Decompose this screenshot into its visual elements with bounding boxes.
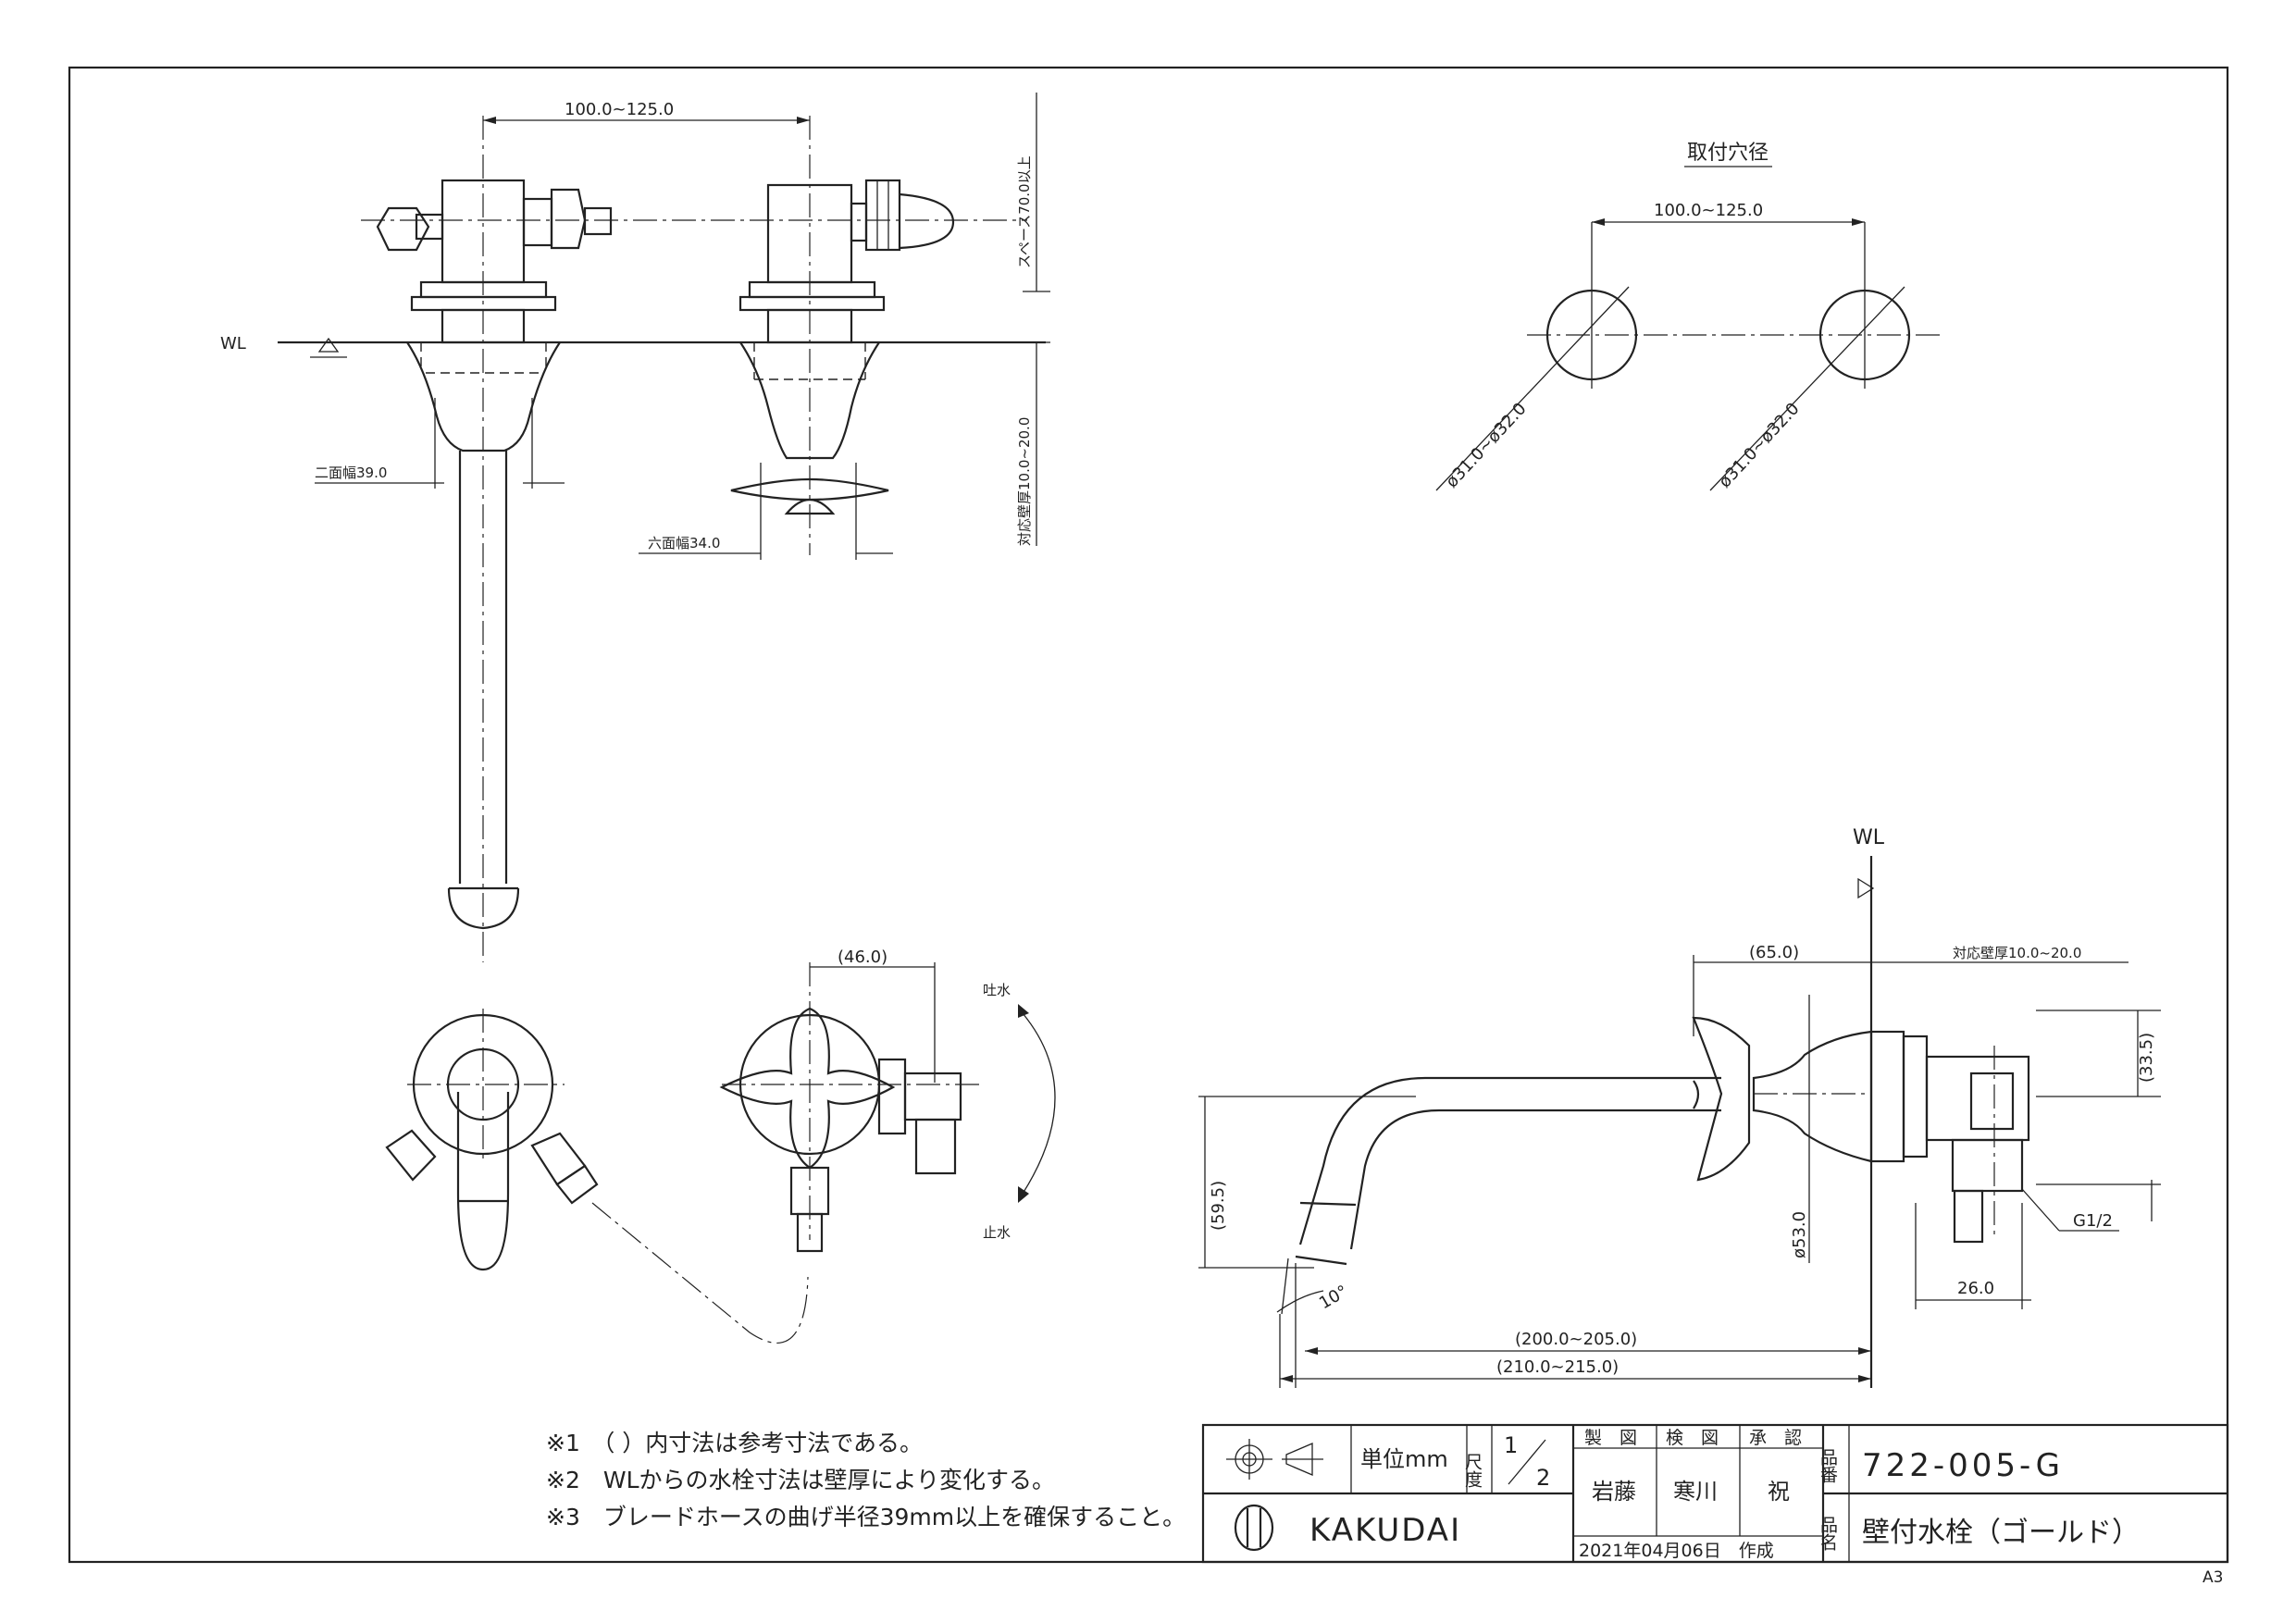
mounting-diameter-left: ø31.0~ø32.0 [1442, 399, 1530, 491]
side-dim-26: 26.0 [1957, 1279, 1994, 1298]
side-view: WL (65.0) 対応壁厚10.0~20.0 (33.5) [1198, 826, 2161, 1388]
front-center-distance: 100.0~125.0 [565, 100, 674, 119]
front-space-label: スペース70.0以上 [1016, 155, 1033, 268]
brand-name: KAKUDAI [1309, 1512, 1461, 1549]
part-no-label: 品番 [1818, 1448, 1838, 1483]
notes: ※1 （ ）内寸法は参考寸法である。 ※2 WLからの水栓寸法は壁厚により変化す… [546, 1430, 1185, 1530]
side-dia-53: ø53.0 [1790, 1211, 1809, 1258]
scale-numerator: 1 [1504, 1432, 1518, 1458]
front-hex-width: 六面幅34.0 [648, 535, 720, 551]
approve-label: 承 認 [1749, 1428, 1802, 1448]
kakudai-logo-icon [1234, 1504, 1274, 1552]
side-length-b: (210.0~215.0) [1496, 1357, 1619, 1377]
mounting-hole-title: 取付穴径 [1687, 142, 1769, 165]
side-wl-label: WL [1853, 826, 1885, 849]
front-view: WL 100.0~125.0 [220, 93, 1050, 962]
front-wall-thickness: 対応壁厚10.0~20.0 [1016, 417, 1033, 546]
top-stop-label: 止水 [983, 1224, 1011, 1241]
product-name: 壁付水栓（ゴールド） [1862, 1517, 2140, 1549]
side-dim-33-5: (33.5) [2137, 1033, 2156, 1083]
side-dim-65: (65.0) [1749, 943, 1799, 962]
made-label: 製 図 [1584, 1428, 1637, 1448]
side-thread-label: G1/2 [2073, 1211, 2113, 1231]
drawing-border [68, 66, 2229, 1564]
top-spout-label: 吐水 [983, 982, 1011, 998]
scale-denominator: 2 [1536, 1465, 1550, 1491]
note-2: ※2 WLからの水栓寸法は壁厚により変化する。 [546, 1467, 1055, 1493]
note-1: ※1 （ ）内寸法は参考寸法である。 [546, 1430, 923, 1456]
side-wall-thickness: 対応壁厚10.0~20.0 [1953, 945, 2081, 961]
side-dim-59-5: (59.5) [1209, 1181, 1228, 1231]
top-dim-46: (46.0) [838, 948, 887, 967]
made-by: 岩藤 [1592, 1479, 1636, 1505]
side-angle: 10° [1316, 1282, 1351, 1313]
creation-date: 2021年04月06日 作成 [1579, 1541, 1774, 1561]
top-view: (46.0) 吐水 止水 [385, 948, 1056, 1344]
name-label: 品名 [1818, 1516, 1838, 1551]
mounting-diameter-right: ø31.0~ø32.0 [1715, 399, 1803, 491]
sheet-size: A3 [2203, 1568, 2223, 1587]
title-block: 単位mm 尺度 1 2 KAKUDAI 製 図 検 図 承 認 岩藤 寒川 祝 … [1201, 1423, 2229, 1564]
check-label: 検 図 [1666, 1428, 1719, 1448]
part-number: 722-005-G [1862, 1447, 2064, 1484]
mounting-hole-view: 取付穴径 100.0~125.0 ø31.0~ø32.0 ø31.0~ø32.0 [1435, 142, 1943, 491]
mounting-center-distance: 100.0~125.0 [1654, 201, 1763, 220]
unit-label: 単位mm [1360, 1446, 1448, 1472]
scale-label: 尺度 [1462, 1453, 1483, 1488]
checked-by: 寒川 [1673, 1479, 1718, 1505]
approved-by: 祝 [1768, 1479, 1790, 1505]
front-wl-label: WL [220, 334, 246, 353]
note-3: ※3 ブレードホースの曲げ半径39mm以上を確保すること。 [546, 1504, 1185, 1530]
side-length-a: (200.0~205.0) [1515, 1330, 1637, 1349]
front-two-flat-width: 二面幅39.0 [315, 465, 387, 481]
